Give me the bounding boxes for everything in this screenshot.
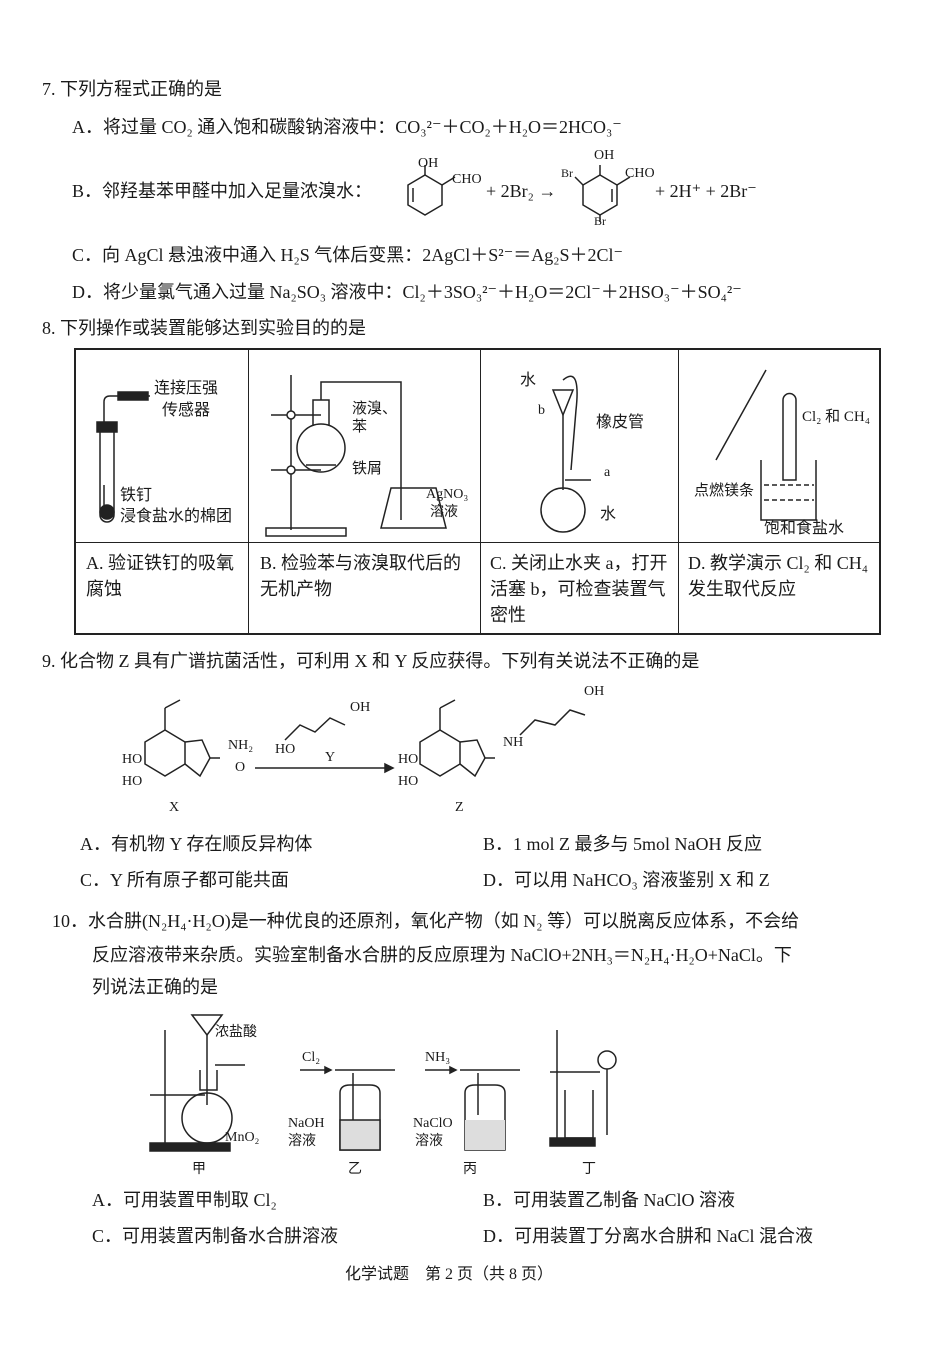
x-label: X — [169, 800, 180, 815]
y-label: Y — [325, 750, 336, 765]
z-label: Z — [455, 800, 464, 815]
option-c-caption: C. 关闭止水夹 a，打开活塞 b，可检查装置气密性 — [490, 553, 668, 625]
q9-option-b: B．1 mol Z 最多与 5mol NaOH 反应 — [483, 834, 762, 854]
q7-option-d: D．将少量氯气通入过量 Na₂SO₃ 溶液中：Cl₂＋3SO₃²⁻＋H₂O＝2C… — [72, 282, 742, 302]
label: 橡皮管 — [596, 414, 645, 431]
q8-stem: 8. 下列操作或装置能够达到实验目的的是 — [42, 318, 366, 338]
label: 铁钉 — [120, 487, 153, 504]
apparatus-ding — [549, 1030, 617, 1147]
br-label: Br — [594, 214, 606, 228]
label: a — [604, 465, 611, 480]
br-label: Br — [561, 166, 573, 180]
q7-stem: 7. 下列方程式正确的是 — [42, 79, 222, 99]
oh-label: OH — [594, 148, 615, 163]
oh-label: OH — [418, 156, 439, 171]
q9-option-d: D．可以用 NaHCO₃ 溶液鉴别 X 和 Z — [483, 870, 770, 890]
oh-label: OH — [350, 700, 371, 715]
q8-table: 连接压强 传感器 铁钉 浸食盐水的棉团 A. 验证铁钉的吸氧腐蚀 液溴、 苯 铁… — [74, 348, 881, 635]
test-tube-apparatus — [96, 391, 150, 523]
naoh-label: NaOH — [288, 1116, 325, 1131]
compound-x-structure — [144, 699, 220, 778]
q10-stem-line-3: 列说法正确的是 — [92, 977, 218, 997]
cl2-label: Cl₂ — [302, 1050, 321, 1065]
cho-label: CHO — [625, 166, 655, 181]
q7-option-c: C．向 AgCl 悬浊液中通入 H₂S 气体后变黑：2AgCl＋S²⁻＝Ag₂S… — [72, 245, 624, 265]
mno2-label: MnO₂ — [225, 1130, 260, 1145]
q10-option-b: B．可用装置乙制备 NaClO 溶液 — [483, 1190, 735, 1210]
label: 铁屑 — [352, 461, 383, 477]
page-footer: 化学试题 第 2 页（共 8 页） — [345, 1266, 554, 1283]
q9-option-a: A．有机物 Y 存在顺反异构体 — [80, 834, 313, 854]
label: 苯 — [352, 419, 368, 435]
ho-label: HO — [398, 774, 419, 789]
label: 传感器 — [162, 402, 211, 419]
option-b-caption: B. 检验苯与液溴取代后的无机产物 — [260, 553, 462, 599]
bing-label: 丙 — [463, 1162, 477, 1177]
ho-label: HO — [398, 752, 419, 767]
ding-label: 丁 — [582, 1162, 596, 1177]
nh3-label: NH₃ — [425, 1050, 451, 1065]
label: 饱和食盐水 — [764, 520, 845, 537]
label: 液溴、 — [352, 401, 398, 417]
q7-option-a: A．将过量 CO₂ 通入饱和碳酸钠溶液中：CO₃²⁻＋CO₂＋H₂O＝2HCO₃… — [72, 117, 622, 137]
ho-label: HO — [122, 774, 143, 789]
benzene-ring-product — [574, 165, 631, 222]
product-ions: + 2H⁺ + 2Br⁻ — [655, 181, 757, 201]
oh-label: OH — [584, 684, 605, 699]
q10-stem-line-1: 10．水合肼(N₂H₄·H₂O)是一种优良的还原剂，氧化产物（如 N₂ 等）可以… — [52, 911, 800, 931]
reaction-arrow-with-y — [255, 717, 395, 774]
solution-label: 溶液 — [415, 1134, 443, 1149]
naclo-label: NaClO — [413, 1116, 453, 1131]
q10-stem-line-2: 反应溶液带来杂质。实验室制备水合肼的反应原理为 NaClO+2NH₃＝N₂H₄·… — [92, 945, 792, 965]
label: Cl₂ 和 CH₄ — [802, 409, 870, 425]
label: AgNO₃ — [426, 487, 469, 502]
label: 点燃镁条 — [694, 483, 755, 499]
apparatus-bing — [425, 1065, 520, 1151]
q10-option-d: D．可用装置丁分离水合肼和 NaCl 混合液 — [483, 1226, 813, 1246]
label: 浸食盐水的棉团 — [120, 508, 233, 525]
o-label: O — [235, 760, 246, 775]
substitution-demo-apparatus — [715, 369, 817, 521]
plus-br2: + 2Br₂ → — [486, 181, 557, 201]
z-side-chain — [519, 709, 586, 736]
yi-label: 乙 — [348, 1162, 362, 1177]
jia-label: 甲 — [192, 1162, 206, 1177]
label: 连接压强 — [154, 380, 219, 397]
solution-label: 溶液 — [288, 1134, 316, 1149]
option-d-caption: D. 教学演示 Cl₂ 和 CH₄ 发生取代反应 — [688, 553, 869, 599]
nh-label: NH — [503, 735, 524, 750]
apparatus-yi — [300, 1065, 395, 1151]
q10-option-c: C．可用装置丙制备水合肼溶液 — [92, 1226, 339, 1246]
label: 水 — [520, 372, 537, 389]
cho-label: CHO — [452, 172, 482, 187]
airtightness-apparatus — [540, 375, 591, 533]
nh2-label: NH₂ — [228, 738, 254, 753]
bromination-apparatus — [265, 375, 447, 537]
apparatus-jia — [149, 1014, 245, 1152]
q9-stem: 9. 化合物 Z 具有广谱抗菌活性，可利用 X 和 Y 反应获得。下列有关说法不… — [42, 651, 700, 671]
ho-label: HO — [275, 742, 296, 757]
label: 溶液 — [430, 505, 458, 520]
q10-option-a: A．可用装置甲制取 Cl₂ — [92, 1190, 277, 1210]
option-a-caption: A. 验证铁钉的吸氧腐蚀 — [86, 553, 234, 599]
label: b — [538, 403, 545, 418]
acid-label: 浓盐酸 — [215, 1025, 257, 1040]
ho-label: HO — [122, 752, 143, 767]
label: 水 — [600, 506, 617, 523]
q7-option-b: B．邻羟基苯甲醛中加入足量浓溴水： — [72, 181, 373, 201]
compound-z-structure — [419, 699, 495, 778]
benzene-ring-reactant — [407, 165, 456, 216]
q9-option-c: C．Y 所有原子都可能共面 — [80, 870, 289, 890]
